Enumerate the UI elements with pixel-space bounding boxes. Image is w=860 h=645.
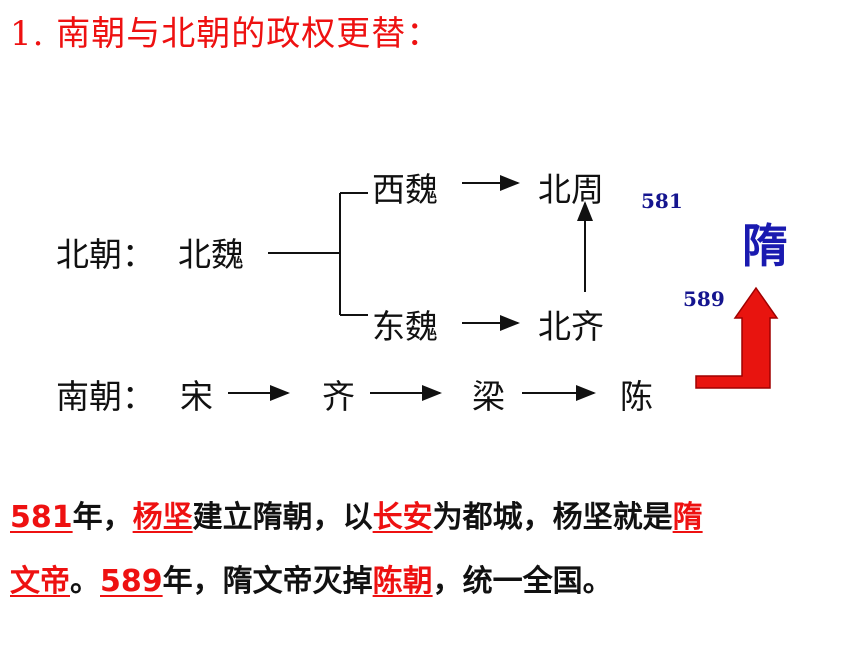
chen-dynasty: 陈: [620, 377, 653, 416]
summary-line-1: 581年，杨坚建立隋朝，以长安为都城，杨坚就是隋: [10, 492, 850, 536]
western-wei: 西魏: [372, 170, 438, 209]
text-segment: 隋: [672, 500, 703, 535]
northern-qi: 北齐: [538, 307, 604, 346]
page-title: 1. 南朝与北朝的政权更替：: [10, 14, 442, 54]
qi-dynasty: 齐: [322, 377, 355, 416]
year-589: 589: [683, 287, 725, 311]
song-dynasty: 宋: [180, 377, 213, 416]
year-581: 581: [641, 189, 683, 213]
text-segment: 为都城，杨坚就是: [432, 500, 673, 535]
red-arrow-to-sui: [695, 286, 779, 389]
northern-zhou: 北周: [538, 170, 604, 209]
text-segment: 年，: [72, 500, 133, 535]
text-segment: 建立隋朝，以: [192, 500, 373, 535]
northern-dynasties-label: 北朝：: [56, 235, 155, 274]
text-segment: 589: [100, 564, 163, 599]
text-segment: 杨坚: [132, 500, 193, 535]
text-segment: 长安: [372, 500, 433, 535]
liang-dynasty: 梁: [472, 377, 505, 416]
summary-line-2: 文帝。589年，隋文帝灭掉陈朝，统一全国。: [10, 556, 850, 600]
text-segment: 文帝: [10, 564, 70, 599]
text-segment: 年，隋文帝灭掉: [162, 564, 373, 599]
northern-wei: 北魏: [178, 235, 244, 274]
text-segment: ，统一全国。: [432, 564, 613, 599]
text-segment: 陈朝: [372, 564, 433, 599]
eastern-wei: 东魏: [372, 307, 438, 346]
text-segment: 581: [10, 500, 73, 535]
text-segment: 。: [70, 564, 100, 599]
southern-dynasties-label: 南朝：: [56, 377, 155, 416]
sui-dynasty: 隋: [742, 219, 788, 273]
